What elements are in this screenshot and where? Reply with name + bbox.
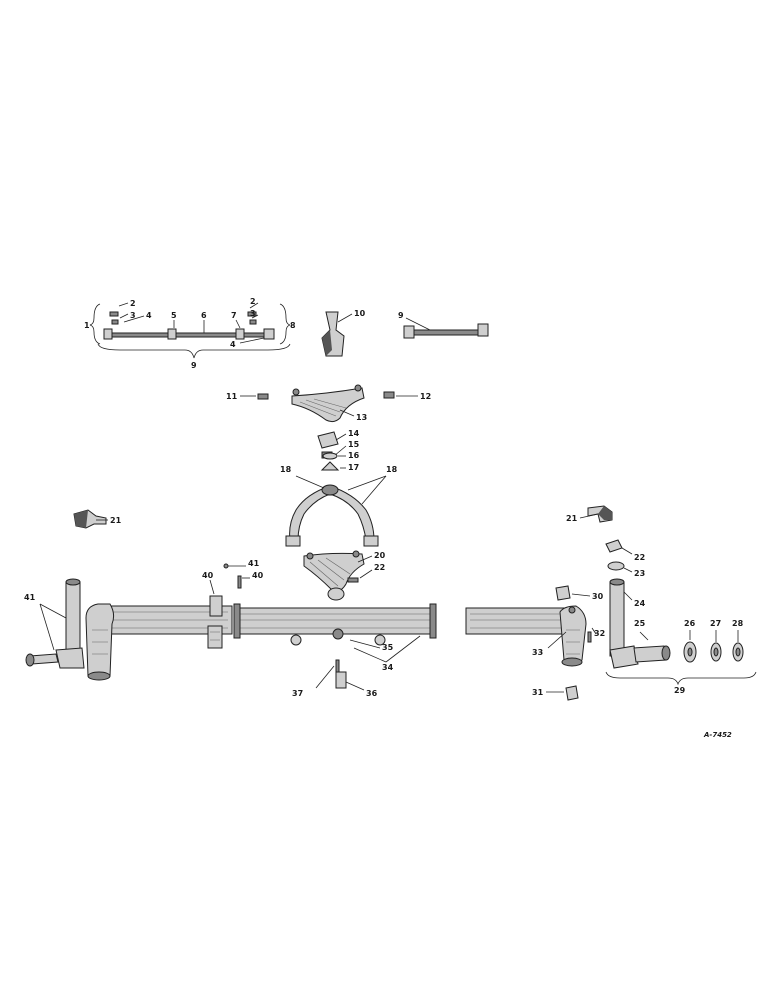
callout-37: 37 (292, 689, 303, 698)
callout-2b: 2 (250, 297, 256, 306)
callout-39: 41 (248, 559, 260, 568)
callout-13: 13 (356, 413, 367, 422)
callout-22-left: 21 (110, 516, 122, 525)
radius-rod (285, 475, 387, 547)
callout-41: 41 (24, 593, 36, 602)
center-pin-hardware (207, 563, 250, 649)
callout-5: 5 (171, 311, 177, 320)
drawing-number: A-7452 (703, 731, 732, 739)
callout-34: 34 (382, 663, 394, 672)
callout-33: 33 (532, 648, 543, 657)
callout-11: 11 (226, 392, 238, 401)
callout-3: 3 (130, 311, 136, 320)
callout-20: 20 (374, 551, 386, 560)
clamp-part (546, 685, 579, 701)
axle-pivot-bracket (303, 550, 373, 601)
callout-31: 31 (532, 688, 544, 697)
callout-14: 14 (348, 429, 360, 438)
callout-29: 28 (732, 619, 744, 628)
right-spindle (609, 578, 671, 669)
callout-21: 22 (374, 563, 385, 572)
callout-17: 17 (348, 463, 359, 472)
drag-link (403, 317, 489, 339)
right-axle-extension (465, 585, 597, 667)
callout-4: 4 (146, 311, 152, 320)
pivot-hardware-stack (317, 431, 347, 471)
callout-18-right: 18 (386, 465, 398, 474)
callout-9b: 9 (398, 311, 404, 320)
callout-12: 12 (420, 392, 431, 401)
steering-arm-right (579, 505, 613, 523)
wheel-bearing-parts (605, 630, 757, 686)
callout-36: 36 (366, 689, 378, 698)
callout-24: 23 (634, 569, 645, 578)
callout-25: 24 (634, 599, 646, 608)
callout-30: 29 (674, 686, 686, 695)
callout-35: 35 (382, 643, 394, 652)
callout-6: 6 (201, 311, 207, 320)
callout-23: 22 (634, 553, 645, 562)
callout-8: 8 (290, 321, 296, 330)
callout-3b: 3 (250, 309, 256, 318)
callout-32: 32 (594, 629, 605, 638)
callout-38: 40 (252, 571, 264, 580)
left-axle-extension (85, 603, 233, 681)
callout-27: 26 (684, 619, 696, 628)
left-spindle (25, 578, 85, 669)
callout-15: 15 (348, 440, 360, 449)
tie-rod-assembly (89, 302, 291, 359)
callout-9: 9 (191, 361, 197, 370)
callout-16: 16 (348, 451, 360, 460)
callout-4b: 4 (230, 340, 236, 349)
upper-pivot-group (240, 384, 418, 423)
callout-22-right: 21 (566, 514, 578, 523)
steering-arm-bracket (321, 311, 353, 357)
callout-7: 7 (231, 311, 237, 320)
callout-40: 40 (202, 571, 214, 580)
callout-1: 1 (84, 321, 90, 330)
lower-bolt-hardware (315, 659, 365, 691)
callout-labels: 1 2 3 4 5 6 7 2 3 8 4 9 10 9 11 12 13 14… (24, 297, 744, 739)
callout-18-left: 18 (280, 465, 292, 474)
steering-arm-left (73, 509, 108, 529)
center-axle-beam (233, 603, 437, 663)
callout-28: 27 (710, 619, 721, 628)
callout-26: 25 (634, 619, 646, 628)
callout-2: 2 (130, 299, 136, 308)
callout-10: 10 (354, 309, 366, 318)
callout-91: 30 (592, 592, 604, 601)
